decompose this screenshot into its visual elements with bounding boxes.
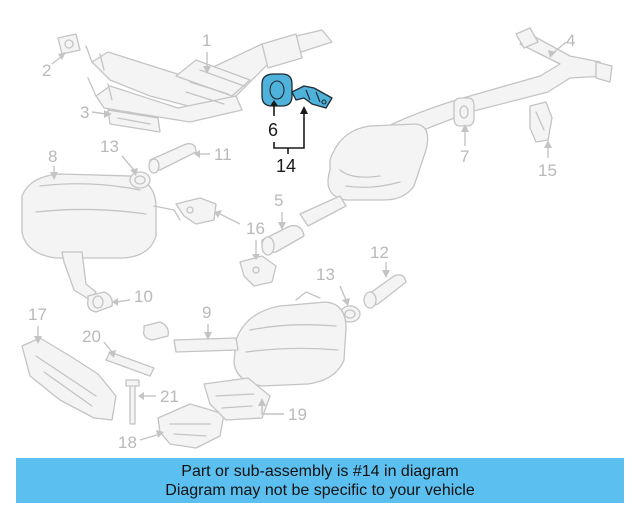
hanger-bracket-assembly-14 [261, 73, 333, 109]
callout-16: 16 [214, 210, 265, 260]
hanger-bracket-lower [239, 255, 277, 287]
rear-muffler-right [173, 291, 347, 387]
callout-10: 10 [112, 287, 153, 306]
svg-text:21: 21 [160, 387, 179, 406]
callout-7: 7 [460, 124, 469, 166]
front-gasket-strip [107, 109, 161, 133]
svg-text:5: 5 [274, 191, 283, 210]
callout-20: 20 [82, 327, 116, 358]
hanger-bracket-upper [175, 197, 217, 225]
svg-text:15: 15 [538, 161, 557, 180]
shield-strip [105, 351, 155, 377]
svg-text:1: 1 [202, 31, 211, 50]
svg-text:20: 20 [82, 327, 101, 346]
callout-11: 11 [194, 145, 232, 164]
svg-text:3: 3 [80, 103, 89, 122]
svg-text:7: 7 [460, 147, 469, 166]
callout-18: 18 [118, 430, 164, 452]
callout-15: 15 [538, 140, 557, 180]
callout-12: 12 [370, 243, 390, 278]
heat-shield-18 [157, 403, 225, 449]
callout-3: 3 [80, 103, 112, 122]
bolt [125, 379, 140, 425]
rear-muffler-left [21, 173, 181, 301]
svg-text:11: 11 [214, 145, 232, 164]
info-banner: Part or sub-assembly is #14 in diagram D… [16, 458, 624, 503]
heat-shield-left [21, 337, 117, 421]
callout-13-upper: 13 [100, 137, 138, 176]
svg-text:17: 17 [28, 305, 47, 324]
banner-line-part: Part or sub-assembly is #14 in diagram [181, 462, 459, 480]
gasket [57, 33, 81, 55]
svg-text:10: 10 [134, 287, 153, 306]
callout-4: 4 [548, 31, 575, 58]
svg-text:6: 6 [268, 120, 278, 140]
callout-6: 6 [268, 100, 278, 140]
callout-19: 19 [258, 398, 307, 424]
svg-text:19: 19 [288, 405, 307, 424]
callout-14: 14 [273, 106, 308, 176]
connector-pipe [261, 225, 305, 256]
callout-17: 17 [28, 305, 47, 344]
callout-1: 1 [202, 31, 211, 74]
pipe-sleeve [148, 143, 197, 174]
clamp-13-upper [129, 171, 151, 189]
svg-text:4: 4 [566, 31, 575, 50]
svg-text:2: 2 [42, 61, 51, 80]
svg-text:13: 13 [316, 265, 335, 284]
center-muffler [299, 123, 429, 227]
callout-5: 5 [274, 191, 286, 230]
svg-text:12: 12 [370, 243, 389, 262]
callout-2: 2 [42, 52, 66, 80]
front-pipe-catalytic-converter [85, 29, 333, 123]
callout-21: 21 [138, 387, 179, 406]
callout-13-lower: 13 [316, 265, 350, 306]
callout-9: 9 [202, 303, 212, 340]
svg-text:9: 9 [202, 303, 211, 322]
callout-8: 8 [48, 147, 58, 180]
mounting-bracket [529, 101, 553, 143]
exhaust-system-diagram: 1 2 3 4 6 [21, 27, 613, 452]
tail-pipe-y-assembly [379, 27, 613, 143]
clamp-center [143, 321, 169, 341]
svg-text:13: 13 [100, 137, 119, 156]
rubber-hanger [453, 97, 475, 127]
clamp-left [87, 291, 113, 313]
svg-text:8: 8 [48, 147, 57, 166]
heat-shield-19 [203, 377, 271, 421]
svg-text:14: 14 [276, 156, 296, 176]
svg-text:16: 16 [246, 219, 265, 238]
tail-pipe-tip [363, 274, 407, 309]
banner-line-disclaimer: Diagram may not be specific to your vehi… [165, 481, 475, 499]
svg-text:18: 18 [118, 433, 137, 452]
